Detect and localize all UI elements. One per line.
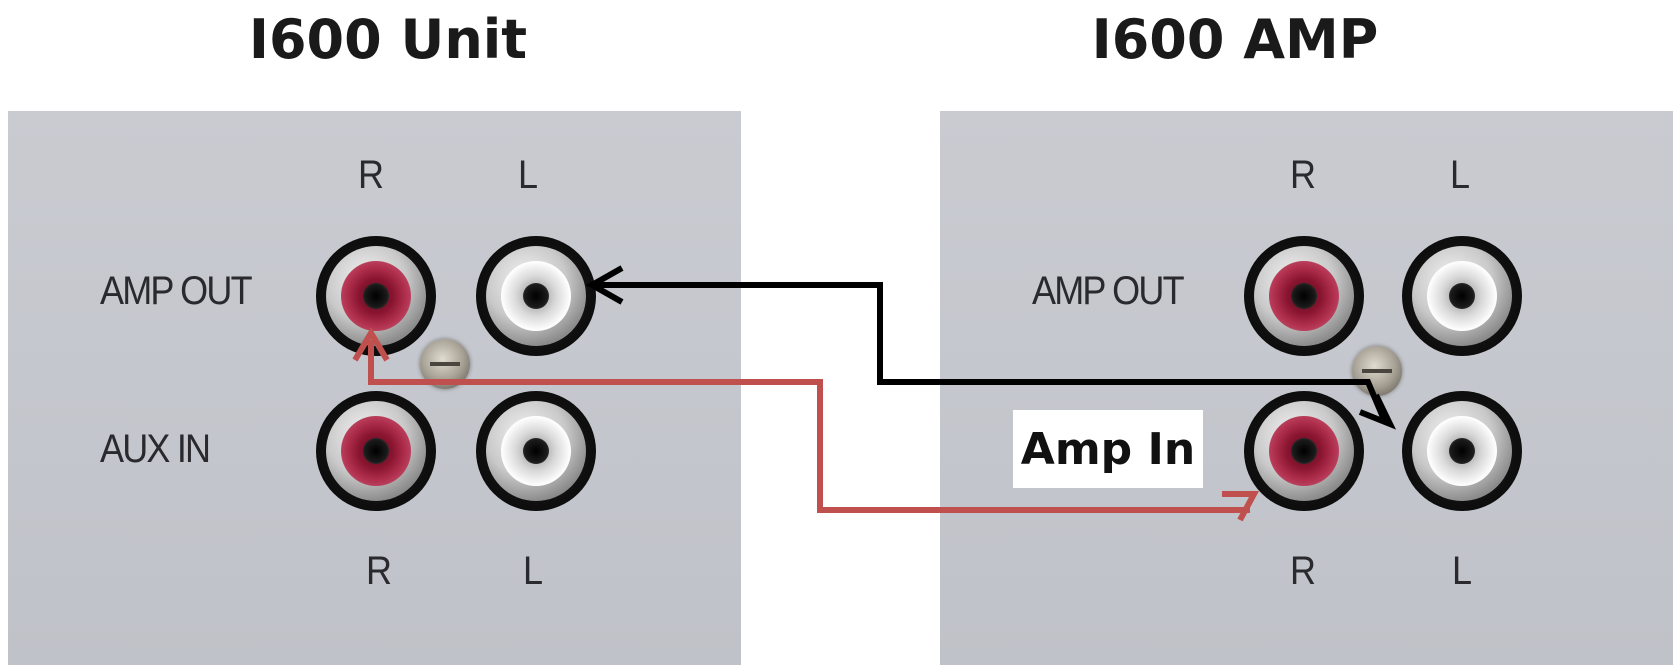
jack-amp-in-r <box>1244 391 1364 511</box>
jack-amp-out-r <box>1244 236 1364 356</box>
label-amp-out: AMP OUT <box>100 269 253 313</box>
panel-i600-unit: R L AMP OUT AUX IN R L <box>8 111 741 665</box>
red-arrowhead-right <box>1222 491 1260 522</box>
label-bottom-r: R <box>1290 549 1316 593</box>
label-top-l: L <box>1450 153 1470 197</box>
amp-in-callout: Amp In <box>1013 410 1203 488</box>
title-i600-amp: I600 AMP <box>1091 8 1379 71</box>
red-wire <box>368 340 1250 513</box>
black-arrowhead-right <box>1358 393 1397 430</box>
jack-amp-in-l <box>1402 391 1522 511</box>
jack-amp-out-l <box>1402 236 1522 356</box>
label-aux-in: AUX IN <box>100 427 211 471</box>
label-bottom-l: L <box>523 549 543 593</box>
title-i600-unit: I600 Unit <box>248 8 528 71</box>
panel-i600-amp: R L AMP OUT R L <box>940 111 1673 665</box>
red-arrowhead-top <box>352 327 390 362</box>
label-bottom-l: L <box>1452 549 1472 593</box>
black-wire <box>592 282 1388 424</box>
jack-amp-out-l <box>476 236 596 356</box>
label-top-r: R <box>1290 153 1316 197</box>
label-bottom-r: R <box>366 549 392 593</box>
amp-in-label: Amp In <box>1020 423 1196 475</box>
label-top-r: R <box>358 153 384 197</box>
label-top-l: L <box>518 153 538 197</box>
screw <box>1352 346 1402 396</box>
jack-aux-in-r <box>316 391 436 511</box>
jack-aux-in-l <box>476 391 596 511</box>
label-amp-out: AMP OUT <box>1032 269 1185 313</box>
black-arrowhead-left <box>585 265 624 305</box>
